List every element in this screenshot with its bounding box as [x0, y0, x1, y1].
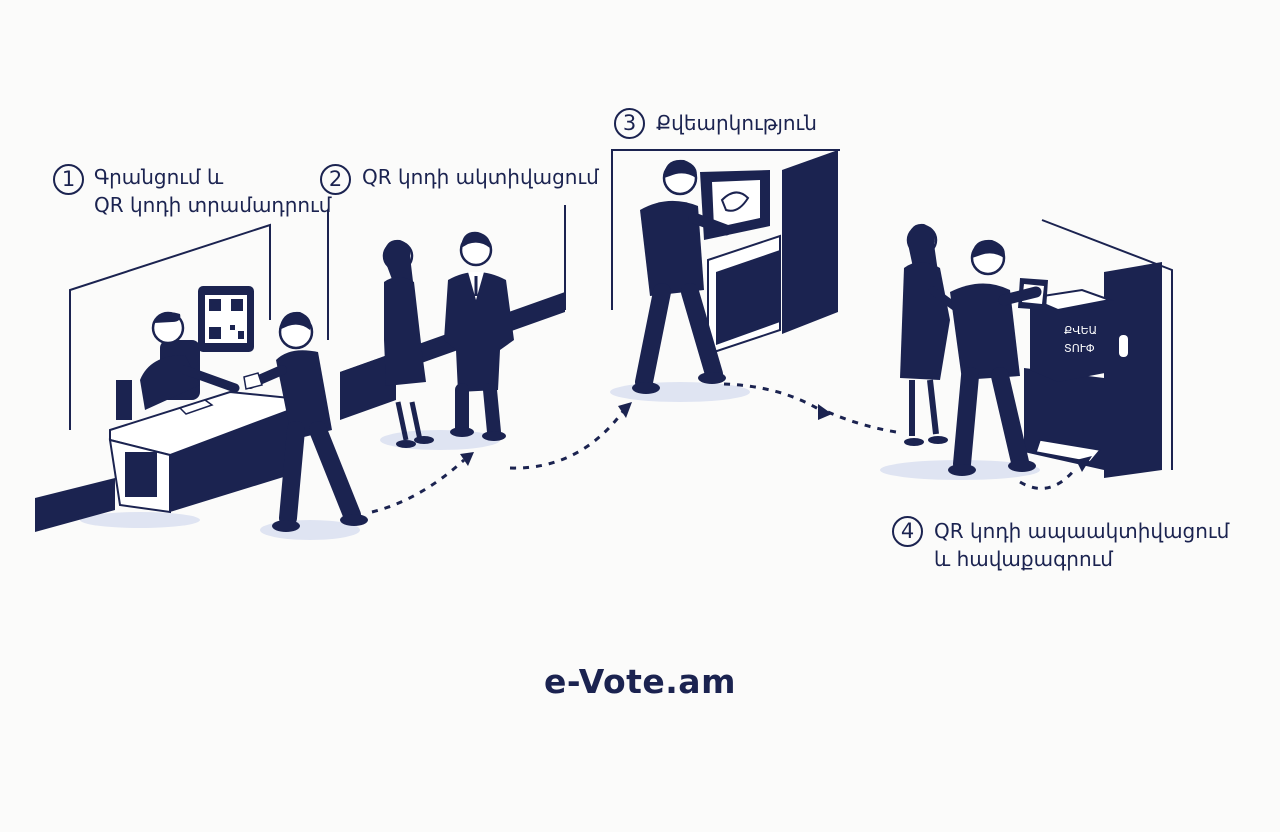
ballot-box-icon: ՔՎԵԱ ՏՈՒՓ: [1026, 288, 1114, 382]
step-4-number: 4: [892, 516, 923, 547]
step-2-number: 2: [320, 164, 351, 195]
brand-wordmark: e-Vote.am: [544, 662, 736, 701]
arrow-heads: [460, 402, 1092, 472]
step-1-label-line2: QR կոդի տրամադրում: [94, 193, 332, 217]
step-3-label: Քվեարկություն: [656, 111, 817, 135]
ballot-box-line2: ՏՈՒՓ: [1064, 342, 1095, 355]
step-4-label-line2: և հավաքագրում: [934, 547, 1113, 571]
qr-activation-scene: [340, 205, 566, 448]
flow-arrows: [371, 382, 1078, 514]
step-3-number: 3: [614, 108, 645, 139]
qr-code-icon: [198, 286, 254, 352]
ballot-box-scene: ՔՎԵԱ ՏՈՒՓ: [900, 219, 1173, 478]
ballot-box-line1: ՔՎԵԱ: [1064, 324, 1097, 337]
step-1-number: 1: [53, 164, 84, 195]
step-1-label-line1: Գրանցում և: [94, 165, 224, 189]
step-4-label-line1: QR կոդի ապաակտիվացում: [934, 519, 1230, 543]
step-2-label: QR կոդի ակտիվացում: [362, 165, 599, 189]
registration-desk-scene: [35, 210, 368, 532]
voting-booth-scene: [611, 149, 840, 394]
